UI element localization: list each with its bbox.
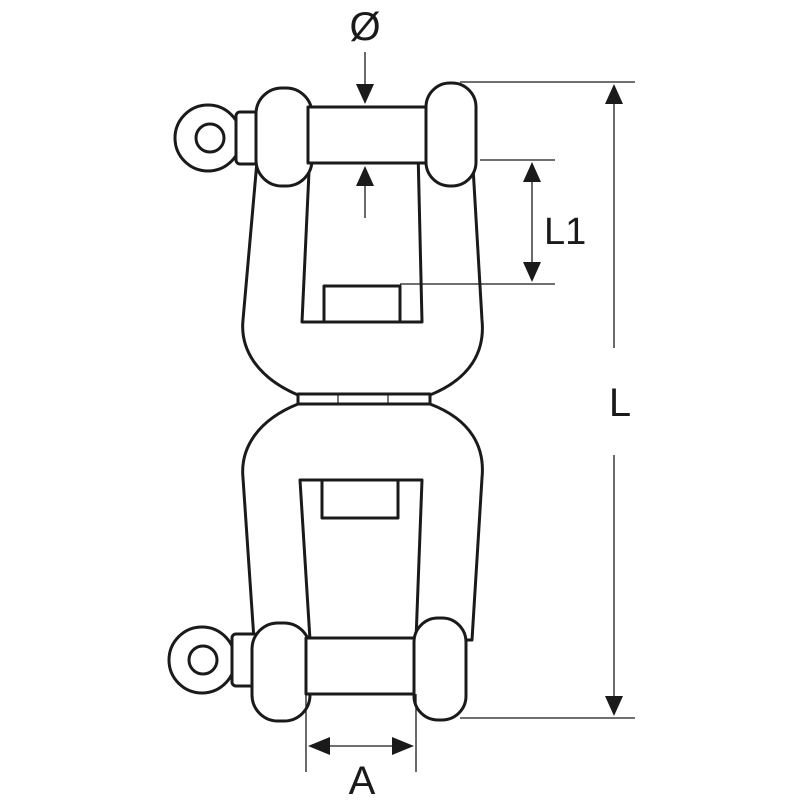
dimension-a: A [305,694,417,800]
upper-slot-block [322,284,402,324]
lower-pin-bar [304,636,422,696]
diameter-arrow-up [356,166,374,186]
l1-label: L1 [544,211,586,253]
dimension-l1: L1 [400,159,586,285]
upper-jaw-body [241,148,484,397]
l1-arrow-down [523,262,541,282]
l-arrow-up [605,84,623,104]
dimension-diameter: Ø [349,5,381,218]
lower-pin-eye-hole [187,644,219,676]
l1-arrow-up [523,162,541,182]
diameter-label: Ø [349,5,380,49]
l-label: L [609,381,631,425]
a-label: A [349,759,376,800]
upper-jaw [173,81,484,397]
upper-left-collar [254,86,314,188]
lower-right-boss [412,616,468,722]
l-arrow-down [605,696,623,716]
upper-right-boss [424,81,478,188]
upper-pin-bar [306,105,434,165]
dimension-l: L [460,81,635,719]
lower-jaw [167,402,484,723]
lower-left-collar [250,621,312,723]
a-arrow-right [392,737,414,755]
a-arrow-left [308,737,330,755]
lower-slot-block [320,478,400,520]
diameter-arrow-down [356,84,374,104]
upper-pin-eye-hole [194,122,226,154]
lower-jaw-body [241,402,484,642]
